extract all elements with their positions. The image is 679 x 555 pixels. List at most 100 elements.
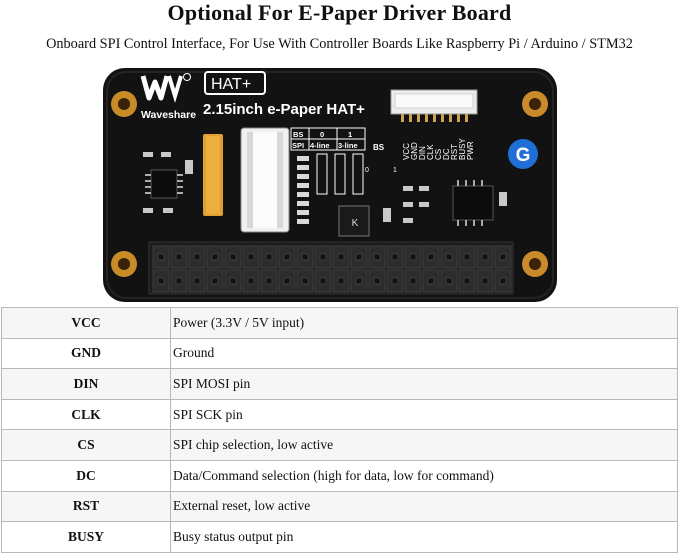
table-row: CLK SPI SCK pin [1, 398, 678, 431]
ic-center: K [338, 205, 370, 237]
header-pin-hole [427, 253, 435, 261]
header-pin-hole [409, 277, 417, 285]
header-pin-hole [391, 277, 399, 285]
hat-badge-frame [204, 71, 266, 95]
pin-name: CLK [1, 398, 171, 431]
passives-right [383, 186, 507, 223]
svg-text:0: 0 [320, 130, 324, 139]
pin-name: RST [1, 490, 171, 523]
ic-left [145, 169, 183, 199]
header-pin-hole [157, 253, 165, 261]
header-pin-hole [481, 253, 489, 261]
pin-name: DIN [1, 368, 171, 400]
pin-label-cs: CS [434, 149, 443, 160]
svg-text:BS: BS [293, 130, 303, 139]
pin-label-busy: BUSY [458, 138, 467, 160]
pin-name: GND [1, 337, 171, 370]
table-row: BUSY Busy status output pin [1, 521, 678, 553]
header-pin-hole [265, 277, 273, 285]
page-title: Optional For E-Paper Driver Board [167, 0, 512, 25]
header-pin-hole [157, 277, 165, 285]
resistor-bank [297, 156, 309, 224]
header-pin-hole [463, 253, 471, 261]
pin-table: VCC Power (3.3V / 5V input) GND Ground D… [1, 307, 678, 553]
header-pin-hole [229, 277, 237, 285]
header-pin-hole [445, 277, 453, 285]
pin-label-vcc: VCC [402, 143, 411, 160]
table-row: DC Data/Command selection (high for data… [1, 459, 678, 492]
page-subtitle: Onboard SPI Control Interface, For Use W… [46, 36, 633, 52]
epaper-hat-board-photo: Waveshare HAT+ 2.15inch e-Paper HAT+ VCC… [103, 68, 557, 302]
header-pin-hole [355, 253, 363, 261]
header-pin-hole [499, 253, 507, 261]
jumper-columns [316, 153, 364, 195]
table-row: DIN SPI MOSI pin [1, 368, 678, 400]
svg-text:K: K [352, 218, 359, 229]
mounting-hole-top-left [111, 91, 137, 117]
table-row: CS SPI chip selection, low active [1, 429, 678, 461]
table-row: VCC Power (3.3V / 5V input) [1, 307, 678, 339]
svg-text:SPI: SPI [292, 141, 304, 150]
header-pin-hole [211, 277, 219, 285]
waveshare-logo-icon [140, 73, 191, 103]
pin-description: Power (3.3V / 5V input) [170, 307, 678, 339]
pin-description: SPI SCK pin [170, 398, 678, 431]
pin-label-rst: RST [450, 144, 459, 160]
header-pin-hole [247, 253, 255, 261]
passives-left [143, 152, 193, 213]
bs-switch-one: 1 [393, 167, 397, 174]
header-pin-hole [283, 253, 291, 261]
svg-text:1: 1 [348, 130, 352, 139]
header-pin-hole [175, 277, 183, 285]
pin-description: Busy status output pin [170, 521, 678, 553]
gpio-header-40pin [148, 241, 514, 295]
header-pin-hole [193, 253, 201, 261]
header-pin-hole [355, 277, 363, 285]
header-pin-hole [211, 253, 219, 261]
pin-description: SPI MOSI pin [170, 368, 678, 400]
table-row: GND Ground [1, 337, 678, 370]
header-pin-hole [319, 277, 327, 285]
header-pin-hole [247, 277, 255, 285]
svg-text:G: G [516, 145, 531, 166]
pin-label-gnd: GND [410, 142, 419, 160]
svg-text:4-line: 4-line [310, 141, 330, 150]
bs-switch-zero: 0 [365, 167, 369, 174]
header-pin-hole [373, 253, 381, 261]
pin-label-clk: CLK [426, 144, 435, 160]
interface-select-table: BS 0 1 SPI 4-line 3-line [290, 127, 366, 151]
mounting-hole-bottom-left [111, 251, 137, 277]
pin-name: DC [1, 459, 171, 492]
pin-name: VCC [1, 307, 171, 339]
header-pin-hole [337, 253, 345, 261]
ribbon-cable [203, 134, 223, 216]
header-pin-hole [373, 277, 381, 285]
pin-label-dc: DC [442, 148, 451, 160]
svg-text:3-line: 3-line [338, 141, 358, 150]
g-badge-icon: G [508, 139, 538, 169]
mounting-hole-top-right [522, 91, 548, 117]
header-pin-hole [301, 277, 309, 285]
pin-label-pwr: PWR [466, 141, 475, 160]
hat-badge: HAT+ [211, 76, 251, 93]
fpc-connector-top [390, 89, 478, 122]
pin-name: BUSY [1, 521, 171, 553]
ic-right [452, 180, 494, 226]
header-pin-hole [301, 253, 309, 261]
pin-name: CS [1, 429, 171, 461]
header-pin-hole [499, 277, 507, 285]
header-pin-hole [409, 253, 417, 261]
brand-label: Waveshare [141, 109, 196, 121]
header-pin-hole [391, 253, 399, 261]
pin-description: External reset, low active [170, 490, 678, 523]
pin-description: Data/Command selection (high for data, l… [170, 459, 678, 492]
pin-description: SPI chip selection, low active [170, 429, 678, 461]
header-pin-hole [229, 253, 237, 261]
pin-labels: VCC GND DIN CLK CS DC RST BUSY PWR [402, 138, 475, 160]
header-pin-hole [283, 277, 291, 285]
pin-description: Ground [170, 337, 678, 370]
header-pin-hole [175, 253, 183, 261]
header-pin-hole [319, 253, 327, 261]
fpc-socket [240, 127, 290, 233]
header-pin-hole [463, 277, 471, 285]
